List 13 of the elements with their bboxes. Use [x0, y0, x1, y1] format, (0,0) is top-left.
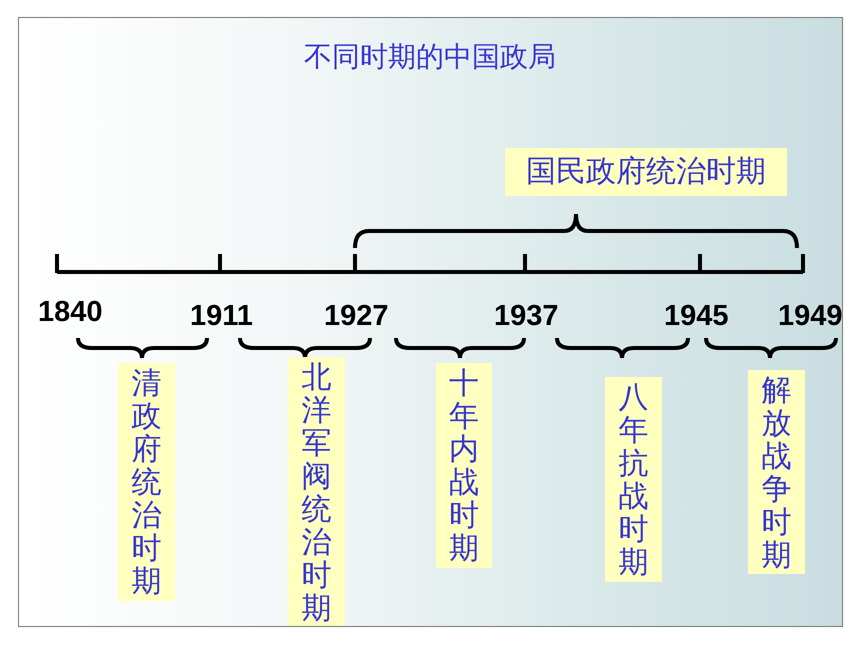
- period-label: 北洋军阀统治时期: [288, 357, 345, 626]
- year-label: 1949: [778, 300, 843, 332]
- period-label: 八年抗战时期: [605, 377, 662, 582]
- period-label: 清政府统治时期: [118, 363, 175, 601]
- year-label: 1945: [664, 300, 729, 332]
- year-label: 1840: [38, 296, 103, 328]
- year-label: 1927: [324, 300, 389, 332]
- period-label: 国民政府统治时期: [505, 148, 787, 196]
- period-label: 十年内战时期: [436, 363, 492, 568]
- year-label: 1937: [494, 300, 559, 332]
- year-label: 1911: [190, 300, 253, 332]
- title: 不同时期的中国政局: [303, 39, 557, 75]
- period-label: 解放战争时期: [748, 370, 805, 574]
